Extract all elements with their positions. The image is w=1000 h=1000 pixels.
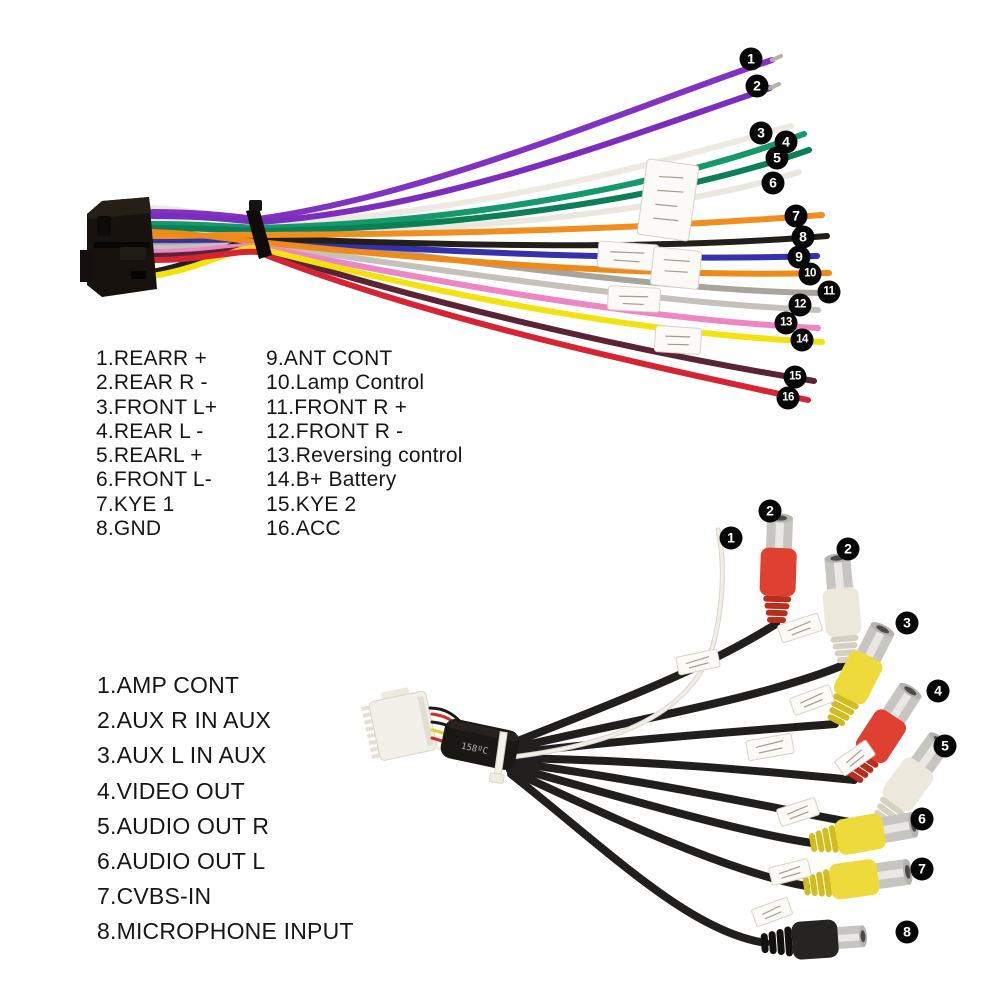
callout-badge-bottom-7: 7 xyxy=(910,857,934,881)
wire-16-acc xyxy=(149,248,811,403)
wire-label-tag xyxy=(607,285,661,313)
wire-1-rear-r-plus xyxy=(149,57,775,223)
legend-item: 4.VIDEO OUT xyxy=(97,777,245,804)
wire-label-tag xyxy=(751,897,793,927)
wire-4-rear-l-minus xyxy=(149,131,807,232)
legend-item: 12.FRONT R - xyxy=(266,419,404,443)
callout-badge-bottom-1: 1 xyxy=(719,526,743,550)
callout-badge-top-16: 16 xyxy=(776,386,800,410)
callout-badge-bottom-2: 2 xyxy=(758,499,782,523)
wire-label-tag xyxy=(834,740,876,776)
legend-item: 6.FRONT L- xyxy=(96,468,212,492)
legend-item: 7.KYE 1 xyxy=(96,492,175,516)
callout-badge-top-8: 8 xyxy=(791,225,815,249)
output-cables xyxy=(501,620,881,947)
callout-badge-bottom-2: 2 xyxy=(836,537,860,561)
wire-label-tags-bottom xyxy=(675,612,876,927)
white-multipin-connector xyxy=(361,687,438,761)
white-zip-tie xyxy=(488,731,508,784)
legend-item: 1.AMP CONT xyxy=(97,672,240,698)
callout-badge-top-10: 10 xyxy=(798,262,822,286)
wire-2-rear-r-minus xyxy=(149,85,773,226)
cable-tie xyxy=(246,200,272,259)
callout-badge-top-5: 5 xyxy=(765,146,789,170)
legend-item: 8.GND xyxy=(96,517,162,541)
legend-item: 13.Reversing control xyxy=(266,444,463,468)
callout-badge-bottom-5: 5 xyxy=(933,734,957,758)
legend-item: 7.CVBS-IN xyxy=(97,883,212,910)
wire-5-rear-l-plus xyxy=(149,147,812,235)
callout-badge-bottom-3: 3 xyxy=(895,611,919,635)
callout-badge-bottom-6: 6 xyxy=(910,807,934,831)
callout-badge-top-15: 15 xyxy=(783,365,807,389)
legend-item: 8.MICROPHONE INPUT xyxy=(97,918,354,945)
callout-badge-top-13: 13 xyxy=(774,311,798,335)
bottom-harness-legend: 1.AMP CONT 2.AUX R IN AUX 3.AUX L IN AUX 4.… xyxy=(97,668,354,950)
top-harness-legend-column-1: 1.REARR +2.REAR R -3.FRONT L+4.REAR L -5… xyxy=(96,347,217,541)
rca-jack-2-white xyxy=(822,553,862,664)
callout-badge-top-7: 7 xyxy=(784,204,808,228)
wire-10-lamp-control xyxy=(149,229,832,277)
wire-label-tag xyxy=(675,648,721,676)
legend-item: 15.KYE 2 xyxy=(266,492,357,516)
rca-jack-7-yellow xyxy=(802,858,913,900)
legend-item: 10.Lamp Control xyxy=(266,371,425,395)
mic-input-plug xyxy=(760,919,868,960)
callout-badge-bottom-4: 4 xyxy=(926,679,950,703)
wire-label-tag xyxy=(776,797,820,827)
legend-item: 2.REAR R - xyxy=(96,371,208,395)
wire-label-tag xyxy=(653,325,703,355)
legend-item: 2.AUX R IN AUX xyxy=(97,707,272,734)
cable-to-rca-2-red xyxy=(501,620,780,750)
legend-item: 16.ACC xyxy=(266,517,341,541)
rca-jack-6-yellow xyxy=(808,811,919,855)
iso-16pin-connector xyxy=(80,197,157,297)
wire-label-tag xyxy=(596,240,660,272)
rca-jack-3-yellow xyxy=(827,622,895,727)
legend-item: 5.REARL + xyxy=(96,444,203,468)
callout-badge-top-12: 12 xyxy=(788,293,812,317)
legend-item: 6.AUDIO OUT L xyxy=(97,848,266,875)
callout-badge-top-6: 6 xyxy=(761,171,785,195)
callout-badge-top-1: 1 xyxy=(739,47,763,71)
cable-to-mic-plug xyxy=(507,770,770,947)
wire-13-reversing-control xyxy=(149,242,821,331)
cable-to-rca-4-red xyxy=(503,754,858,784)
wire-2-crimp-tip xyxy=(768,82,781,90)
wire-label-tag xyxy=(636,158,700,242)
wire-label-tag xyxy=(649,246,703,290)
callout-badge-bottom-8: 8 xyxy=(895,920,919,944)
wire-fan xyxy=(149,57,832,403)
connector-latch xyxy=(120,247,146,260)
legend-item: 3.FRONT L+ xyxy=(96,395,218,419)
legend-item: 4.REAR L - xyxy=(96,419,204,443)
wire-1-crimp-tip xyxy=(770,54,783,62)
top-harness xyxy=(80,54,832,403)
wire-15-kye-2 xyxy=(149,246,817,384)
cable-to-rca-6-yellow xyxy=(505,762,816,847)
cable-to-rca-2-white xyxy=(501,660,850,754)
callout-badge-top-2: 2 xyxy=(745,74,769,98)
legend-item: 11.FRONT R + xyxy=(266,395,408,419)
legend-item: 1.REARR + xyxy=(96,347,207,370)
wire-label-tag xyxy=(789,684,835,716)
callout-badge-top-11: 11 xyxy=(817,280,841,304)
wire-label-tag xyxy=(777,612,823,644)
legend-item: 3.AUX L IN AUX xyxy=(97,742,267,769)
wire-label-tag xyxy=(745,732,795,762)
bottom-harness: 158ºC xyxy=(361,513,951,960)
heatshrink-tube: 158ºC xyxy=(440,718,520,770)
legend-item: 5.AUDIO OUT R xyxy=(97,812,270,839)
wire-label-tags-top xyxy=(596,158,703,355)
legend-item: 14.B+ Battery xyxy=(266,468,397,492)
wire-label-tag xyxy=(768,858,812,886)
callout-badge-top-3: 3 xyxy=(749,121,773,145)
rca-jack-2-red xyxy=(759,513,797,624)
connector-step xyxy=(80,250,92,282)
legend-item: 9.ANT CONT xyxy=(266,347,393,370)
callout-badge-top-14: 14 xyxy=(790,328,814,352)
